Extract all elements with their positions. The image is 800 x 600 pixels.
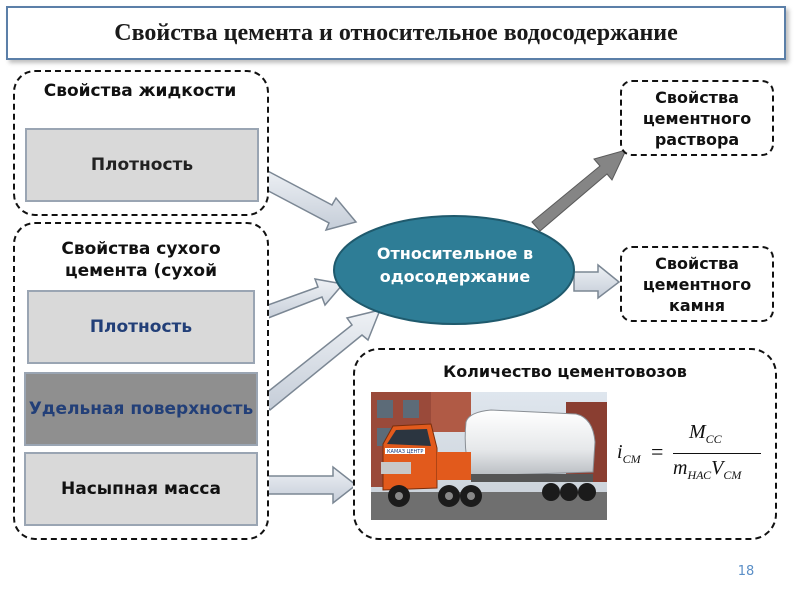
slurry-properties-box: Свойства цементного раствора [620,80,774,156]
center-label: Относительное водосодержание [376,244,534,286]
center-ellipse [333,215,575,325]
specific-surface-box: Удельная поверхность [24,372,258,446]
truck-brand-text: КАМАЗ ЦЕНТР [387,449,423,455]
arrow-to-stone [573,263,621,300]
bulk-mass-box: Насыпная масса [24,452,258,526]
slide-number: 18 [737,564,755,579]
bulk-mass-label: Насыпная масса [61,479,221,499]
specific-surface-label: Удельная поверхность [28,399,254,419]
formula-lhs: iСМ [617,441,641,466]
slurry-properties-label: Свойства цементного раствора [642,87,752,149]
dry-density-box: Плотность [27,290,255,364]
stone-properties-label: Свойства цементного камня [642,253,752,315]
arrow-bulk-mass [260,465,358,505]
dry-density-label: Плотность [89,317,193,337]
formula-denominator: mНАСVСМ [673,457,742,482]
truck-count-label: Количество цементовозов [443,362,687,381]
liquid-properties-label: Свойства жидкости [43,81,237,101]
page-title: Свойства цемента и относительное водосод… [114,19,678,46]
formula-numerator: MCC [689,421,722,446]
formula-fraction-bar [673,453,761,454]
liquid-density-box: Плотность [25,128,259,202]
cement-truck-image: КАМАЗ ЦЕНТР [371,392,607,520]
dry-cement-label: Свойства сухого цемента (сухой [61,239,221,281]
stone-properties-box: Свойства цементного камня [620,246,774,322]
formula-equals: = [651,439,664,464]
arrow-liquid-density [258,166,358,232]
truck-formula: iСМ = MCC mНАСVСМ [617,421,767,495]
liquid-density-label: Плотность [90,155,194,175]
arrow-specific-surface [258,308,382,412]
title-box: Свойства цемента и относительное водосод… [6,6,786,60]
arrow-to-slurry [531,149,627,232]
